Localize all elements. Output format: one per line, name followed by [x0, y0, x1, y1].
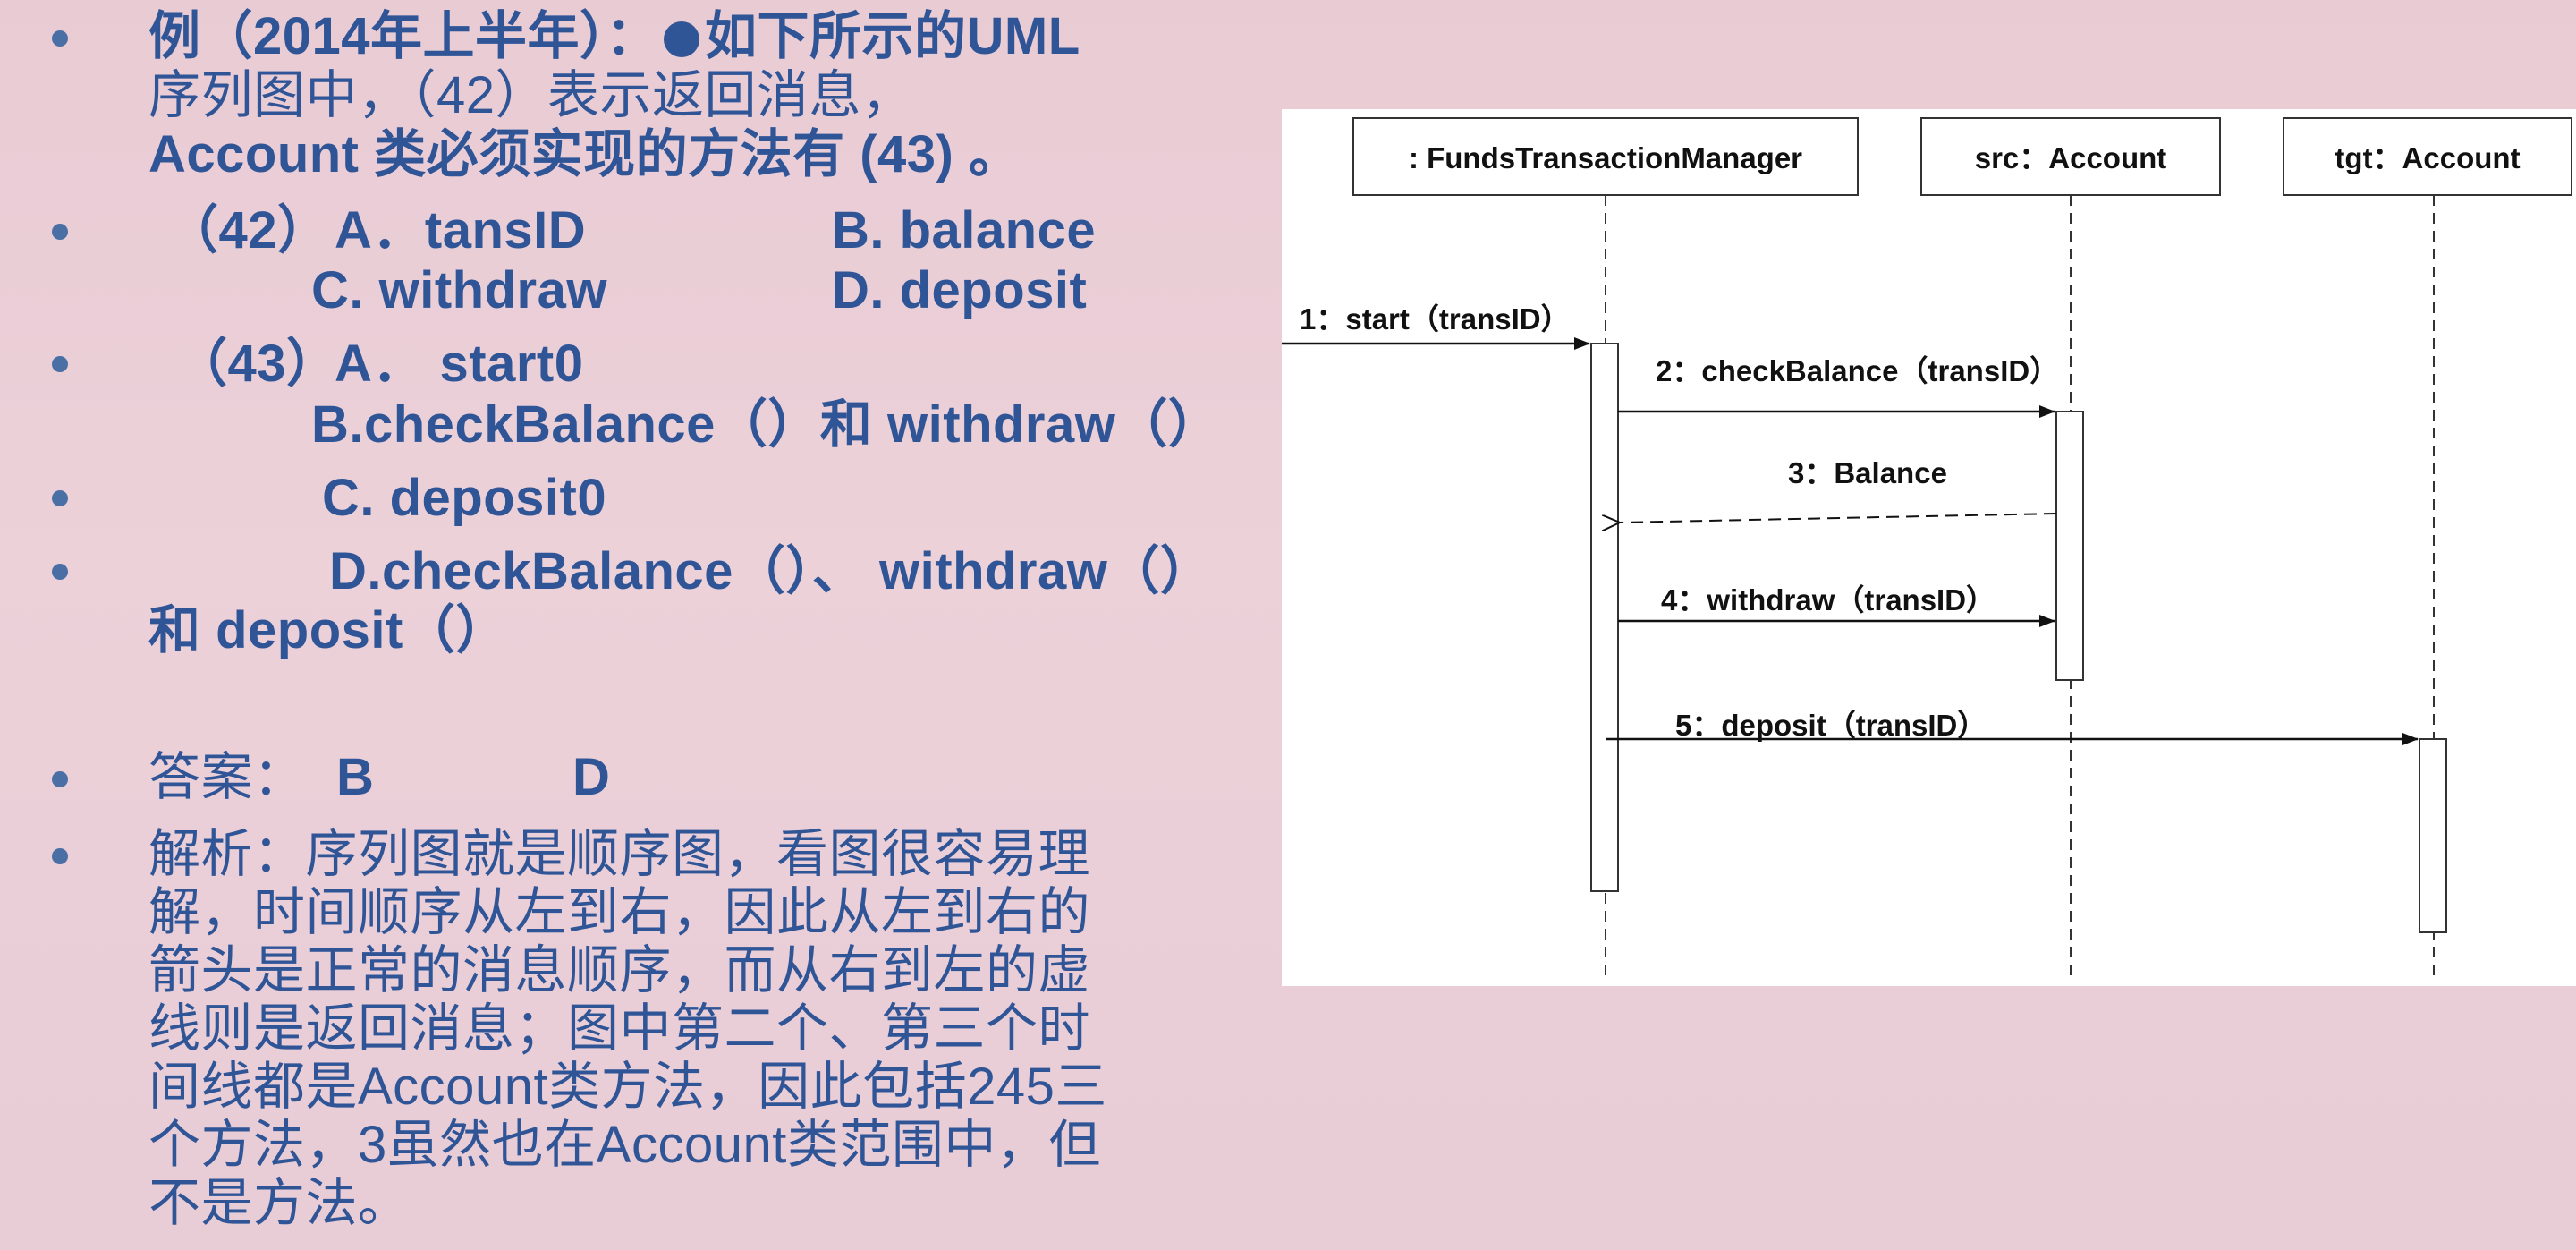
activation-bar-tgt-account	[2419, 738, 2447, 933]
analysis-line-6: 个方法，3虽然也在Account类范围中，但	[148, 1116, 1101, 1174]
bullet-dot	[52, 224, 68, 240]
question-line-3: Account 类必须实现的方法有 (43) 。	[148, 125, 1021, 183]
q43-option-d-cont: 和 deposit（）	[148, 601, 508, 659]
q42-option-d: D. deposit	[832, 261, 1088, 319]
message-label-check-balance: 2：checkBalance（transID）	[1656, 354, 2059, 387]
q42-option-b: B. balance	[832, 201, 1097, 259]
bullet-dot	[52, 564, 68, 580]
circle-marker-icon	[664, 21, 700, 57]
bullet-dot	[52, 30, 68, 47]
object-label-src-account: src：Account	[1975, 141, 2167, 174]
q43-option-a: A． start0	[335, 335, 584, 393]
bullet-dot	[52, 356, 68, 372]
q42-option-c: C. withdraw	[311, 261, 607, 319]
q43-option-c: C. deposit0	[322, 469, 607, 527]
object-box-funds-manager	[1352, 117, 1859, 196]
message-label-start: 1：start（transID）	[1300, 302, 1571, 336]
analysis-line-2: 解，时间顺序从左到右，因此从左到右的	[148, 883, 1091, 941]
analysis-line-4: 线则是返回消息；图中第二个、第三个时	[148, 999, 1091, 1058]
question-line-2: 序列图中，（42）表示返回消息，	[148, 66, 914, 124]
q43-label: （43）	[175, 335, 339, 393]
answer-value-42: B	[336, 748, 375, 806]
bullet-dot	[52, 848, 68, 864]
message-arrow-balance-return	[1620, 513, 2057, 523]
analysis-line-1: 解析：序列图就是顺序图，看图很容易理	[148, 825, 1091, 883]
uml-sequence-diagram: : FundsTransactionManager src：Account tg…	[1282, 109, 2576, 986]
q42-option-a: A．tansID	[335, 201, 587, 259]
analysis-line-3: 箭头是正常的消息顺序，而从右到左的虚	[148, 941, 1091, 999]
q43-option-d: D.checkBalance（）、 withdraw（）	[329, 542, 1213, 600]
bullet-dot	[52, 771, 68, 787]
answer-value-43: D	[572, 748, 611, 806]
message-label-deposit: 5：deposit（transID）	[1675, 709, 1987, 742]
question-line-1: 例（2014年上半年）： 如下所示的UML	[148, 7, 1080, 66]
q42-label: （42）	[166, 201, 330, 259]
object-box-src-account	[1920, 117, 2221, 196]
question-uml: 如下所示的UML	[705, 7, 1080, 65]
message-label-balance: 3：Balance	[1788, 456, 1947, 489]
object-label-funds-manager: : FundsTransactionManager	[1409, 141, 1802, 174]
object-box-tgt-account	[2283, 117, 2572, 196]
question-text-panel: 例（2014年上半年）： 如下所示的UML 序列图中，（42）表示返回消息， Ac…	[52, 7, 1221, 1232]
analysis-line-5: 间线都是Account类方法，因此包括245三	[148, 1058, 1107, 1116]
question-prefix: 例（2014年上半年）：	[148, 7, 659, 65]
activation-bar-src-account	[2055, 411, 2084, 681]
analysis-line-7: 不是方法。	[148, 1174, 411, 1232]
sequence-diagram-svg: : FundsTransactionManager src：Account tg…	[1282, 117, 2572, 977]
bullet-dot	[52, 490, 68, 506]
message-label-withdraw: 4：withdraw（transID）	[1661, 583, 1996, 616]
answer-label: 答案：	[148, 748, 306, 806]
activation-bar-funds-manager	[1590, 343, 1619, 892]
q43-option-b: B.checkBalance（）和 withdraw（）	[311, 395, 1221, 454]
object-label-tgt-account: tgt：Account	[2334, 141, 2520, 174]
